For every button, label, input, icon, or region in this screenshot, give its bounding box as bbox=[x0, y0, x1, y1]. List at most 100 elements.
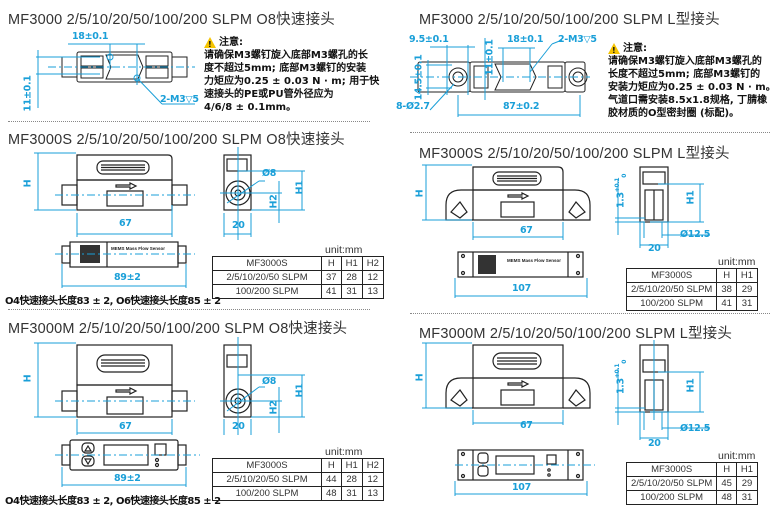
table-cell: 31 bbox=[340, 486, 363, 501]
dim-h-label: H bbox=[22, 179, 34, 188]
dimension-table-mf3000s-o8: MF3000S H H1 H2 2/5/10/20/50 SLPM 37 28 … bbox=[212, 256, 384, 299]
dim-offset-label: 1.3+0.10 bbox=[614, 174, 628, 208]
section-divider bbox=[410, 313, 770, 314]
dim-offset-label: 1.3+0.10 bbox=[614, 360, 628, 394]
note-line: 度不超过5mm; 底部M3螺钉的安装 bbox=[204, 63, 367, 74]
dim-pitch-label: 18±0.1 bbox=[72, 31, 109, 42]
table-row: 2/5/10/20/50 SLPM 44 28 12 bbox=[212, 472, 384, 487]
table-header: H bbox=[321, 256, 342, 271]
product-label-text: MEMS Mass Flow Sensor bbox=[507, 258, 562, 263]
qr-code bbox=[478, 255, 496, 274]
table-header: H2 bbox=[361, 256, 384, 271]
dim-h-label: H bbox=[22, 374, 34, 383]
note-line: 安装力矩应为0.25 ± 0.03 N · m。 bbox=[608, 82, 776, 93]
section-divider bbox=[8, 309, 370, 310]
section-title-mf3000m-o8: MF3000M 2/5/10/20/50/100/200 SLPM O8快速接头 bbox=[8, 321, 348, 337]
dimension-table-mf3000m-l: MF3000S H H1 2/5/10/20/50 SLPM 45 29 100… bbox=[625, 462, 759, 505]
top-view-drawing-mf3000m-l bbox=[454, 449, 595, 496]
table-header: MF3000S bbox=[212, 256, 322, 271]
dim-width-label: 20 bbox=[232, 421, 245, 432]
table-cell: 2/5/10/20/50 SLPM bbox=[212, 270, 322, 285]
section-title-mf3000-o8: MF3000 2/5/10/20/50/100/200 SLPM O8快速接头 bbox=[8, 12, 335, 28]
dim-total-length-label: 107 bbox=[512, 482, 531, 493]
table-header: H1 bbox=[735, 462, 759, 477]
dim-length-label: 67 bbox=[119, 421, 132, 432]
table-cell: 38 bbox=[716, 282, 737, 297]
table-row: 100/200 SLPM 48 31 13 bbox=[212, 486, 384, 501]
dim-port-label: Ø12.5 bbox=[680, 423, 711, 434]
table-header: H1 bbox=[735, 268, 759, 283]
dim-h-label: H bbox=[414, 189, 426, 198]
dim-length-label: 67 bbox=[119, 218, 132, 229]
dim-offset-lower-tolerance: 0 bbox=[621, 359, 629, 364]
dim-pitch-label: 18±0.1 bbox=[507, 34, 544, 45]
unit-label: unit:mm bbox=[325, 446, 363, 458]
table-header-row: MF3000S H H1 bbox=[625, 462, 759, 477]
dim-h1-label: H1 bbox=[685, 190, 697, 205]
dimension-table-mf3000m-o8: MF3000S H H1 H2 2/5/10/20/50 SLPM 44 28 … bbox=[212, 458, 384, 501]
table-header: MF3000S bbox=[625, 462, 718, 477]
dimension-table-mf3000s-l: MF3000S H H1 2/5/10/20/50 SLPM 38 29 100… bbox=[625, 268, 759, 311]
installation-note-mf3000-l: 注意: 请确保M3螺钉旋入底部M3螺孔的 长度不超过5mm; 底部M3螺钉的 安… bbox=[608, 42, 776, 120]
note-line: 长度不超过5mm; 底部M3螺钉的 bbox=[608, 69, 761, 80]
table-header: H1 bbox=[340, 458, 363, 473]
warning-icon bbox=[204, 37, 216, 51]
dim-h1-label: H1 bbox=[685, 378, 697, 393]
side-view-drawing-mf3000s-l bbox=[615, 166, 710, 248]
note-line: 请确保M3螺钉旋入底部M3螺孔的 bbox=[608, 56, 762, 67]
dim-port-label: Ø8 bbox=[262, 168, 277, 179]
table-cell: 28 bbox=[340, 270, 363, 285]
table-cell: 12 bbox=[361, 472, 384, 487]
unit-label: unit:mm bbox=[325, 244, 363, 256]
dim-edge-label: 9.5±0.1 bbox=[409, 34, 449, 45]
dim-port-label: Ø8 bbox=[262, 376, 277, 387]
table-cell: 2/5/10/20/50 SLPM bbox=[212, 472, 322, 487]
note-line: 气道口需安装8.5x1.8规格, 丁腈橡 bbox=[608, 95, 768, 106]
table-cell: 13 bbox=[361, 486, 384, 501]
dim-height-label: 11±0.1 bbox=[22, 75, 34, 112]
dim-screw-label: 2-M3▽5 bbox=[160, 94, 199, 105]
note-line: 速接头的PE或PU管外径应为 bbox=[204, 89, 334, 100]
dim-holes-label: 8-Ø2.7 bbox=[396, 101, 430, 112]
dim-length-label: 67 bbox=[520, 225, 533, 236]
dim-length-label: 67 bbox=[520, 420, 533, 431]
table-cell: 45 bbox=[716, 476, 737, 491]
table-cell: 31 bbox=[735, 296, 759, 311]
dim-width-label: 20 bbox=[648, 438, 661, 449]
table-header: H bbox=[716, 268, 737, 283]
table-cell: 2/5/10/20/50 SLPM bbox=[625, 282, 718, 297]
front-view-drawing-mf3000s-o8 bbox=[34, 152, 195, 237]
front-view-drawing-mf3000s-l bbox=[422, 164, 591, 240]
top-view-drawing-mf3000s-o8 bbox=[55, 241, 195, 288]
table-cell: 100/200 SLPM bbox=[625, 296, 718, 311]
table-cell: 28 bbox=[340, 472, 363, 487]
table-cell: 100/200 SLPM bbox=[212, 486, 322, 501]
table-row: 2/5/10/20/50 SLPM 38 29 bbox=[625, 282, 759, 297]
table-header: MF3000S bbox=[625, 268, 718, 283]
dim-offset-upper-tolerance: +0.1 bbox=[614, 363, 622, 379]
table-cell: 12 bbox=[361, 270, 384, 285]
table-cell: 29 bbox=[735, 476, 759, 491]
dim-h2-label: H2 bbox=[268, 194, 280, 209]
table-header: H bbox=[321, 458, 342, 473]
dim-offset-value: 1.3 bbox=[615, 192, 627, 209]
dim-offset-lower-tolerance: 0 bbox=[621, 173, 629, 178]
front-view-drawing-mf3000m-o8 bbox=[34, 342, 195, 435]
table-cell: 44 bbox=[321, 472, 342, 487]
table-header: H2 bbox=[361, 458, 384, 473]
section-title-mf3000-l: MF3000 2/5/10/20/50/100/200 SLPM L型接头 bbox=[419, 12, 720, 28]
table-header-row: MF3000S H H1 H2 bbox=[212, 256, 384, 271]
table-header: MF3000S bbox=[212, 458, 322, 473]
dim-length-label: 87±0.2 bbox=[503, 101, 540, 112]
table-row: 100/200 SLPM 41 31 13 bbox=[212, 284, 384, 299]
table-cell: 29 bbox=[735, 282, 759, 297]
dim-offset-upper-tolerance: +0.1 bbox=[614, 177, 622, 193]
table-header-row: MF3000S H H1 bbox=[625, 268, 759, 283]
table-cell: 31 bbox=[340, 284, 363, 299]
side-view-drawing-mf3000s-o8 bbox=[220, 147, 305, 240]
note-line: 请确保M3螺钉旋入底部M3螺孔的长 bbox=[204, 50, 368, 61]
dim-total-length-label: 89±2 bbox=[114, 473, 141, 484]
bottom-view-drawing-mf3000-l bbox=[410, 38, 590, 117]
table-row: 2/5/10/20/50 SLPM 45 29 bbox=[625, 476, 759, 491]
side-view-drawing-mf3000m-l bbox=[615, 340, 710, 440]
